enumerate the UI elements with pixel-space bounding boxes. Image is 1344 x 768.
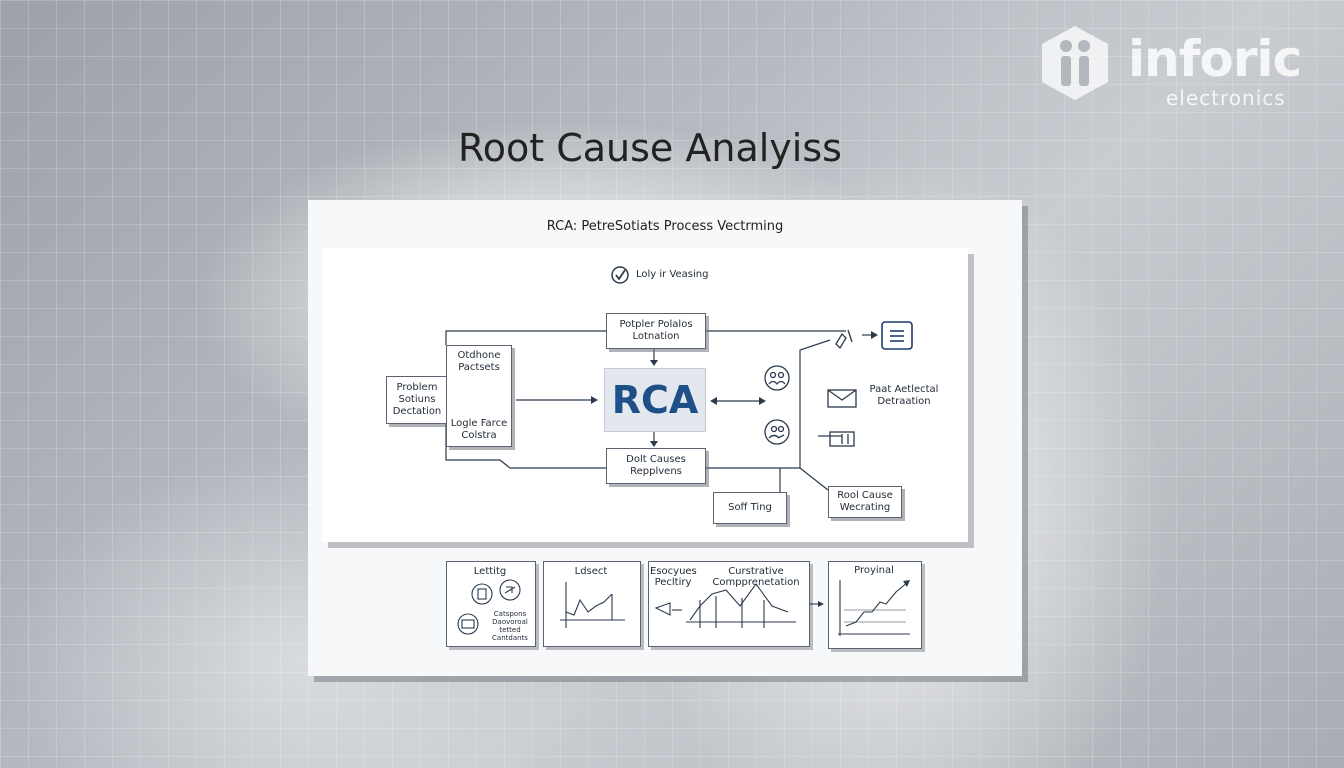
brand-subtitle: electronics bbox=[1166, 86, 1286, 110]
panel-label: Catspons bbox=[493, 610, 527, 618]
panel-title: Ldsect bbox=[574, 566, 608, 577]
factors-box: Otdhone Pactsets Logle Farce Colstra bbox=[446, 345, 512, 447]
panel-label: Daovoroal tetted bbox=[492, 618, 528, 634]
right-label: Paat Aetlectal Detraation bbox=[864, 384, 944, 408]
box-line: Lotnation bbox=[632, 331, 680, 342]
panel-title: Esocyues Pecltiry bbox=[650, 566, 697, 588]
team-icon bbox=[764, 419, 790, 445]
people-icon bbox=[764, 365, 790, 391]
box-line: Logle Farce bbox=[450, 418, 508, 429]
box-line: Wecrating bbox=[839, 502, 891, 513]
root-causes-box: Dolt Causes Repplvens bbox=[606, 448, 706, 484]
envelope-icon bbox=[827, 389, 857, 408]
label-line: Paat Aetlectal bbox=[869, 384, 939, 395]
box-line: Pactsets bbox=[458, 362, 500, 373]
box-line: Otdhone bbox=[457, 350, 501, 361]
rca-center-node: RCA bbox=[604, 368, 706, 432]
panel-subtitle: Curstrative Compprenetation bbox=[712, 566, 800, 588]
box-line: Sotiuns bbox=[398, 394, 436, 405]
brand-logo-icon bbox=[1042, 26, 1108, 100]
soft-ting-box: Soff Ting bbox=[713, 492, 787, 524]
box-line: Dolt Causes bbox=[626, 454, 686, 465]
box-line: Dectation bbox=[392, 406, 442, 417]
box-line: Soff Ting bbox=[728, 502, 772, 513]
brand-name: inforic bbox=[1128, 30, 1302, 88]
box-line: Repplvens bbox=[630, 466, 682, 477]
document-icon bbox=[881, 321, 913, 350]
legend-label: Loly ir Veasing bbox=[636, 269, 709, 280]
diagram-heading: RCA: PetreSotiats Process Vectrming bbox=[546, 219, 784, 234]
panel-ldsect bbox=[543, 561, 641, 647]
page-title: Root Cause Analyiss bbox=[458, 126, 842, 170]
panel-lettitg bbox=[446, 561, 536, 647]
box-line: Rool Cause bbox=[837, 490, 893, 501]
check-icon bbox=[611, 266, 629, 284]
panel-comparison bbox=[648, 561, 810, 647]
panel-labels: Catspons Daovoroal tetted Cantdants bbox=[482, 610, 538, 642]
box-line: Potpler Polalos bbox=[619, 319, 693, 330]
panel-title: Proyinal bbox=[854, 565, 894, 576]
panel-title: Lettitg bbox=[473, 566, 507, 577]
box-line: Colstra bbox=[461, 430, 497, 441]
box-line: Problem bbox=[396, 382, 438, 393]
factors-top: Otdhone Pactsets bbox=[457, 350, 500, 374]
label-line: Detraation bbox=[877, 396, 931, 407]
device-icon bbox=[829, 431, 855, 447]
factors-bottom: Logle Farce Colstra bbox=[451, 418, 507, 442]
root-cause-box: Rool Cause Wecrating bbox=[828, 486, 902, 518]
panel-label: Cantdants bbox=[492, 634, 528, 642]
pen-icon bbox=[835, 329, 853, 350]
problem-definition-box: Potpler Polalos Lotnation bbox=[606, 313, 706, 349]
